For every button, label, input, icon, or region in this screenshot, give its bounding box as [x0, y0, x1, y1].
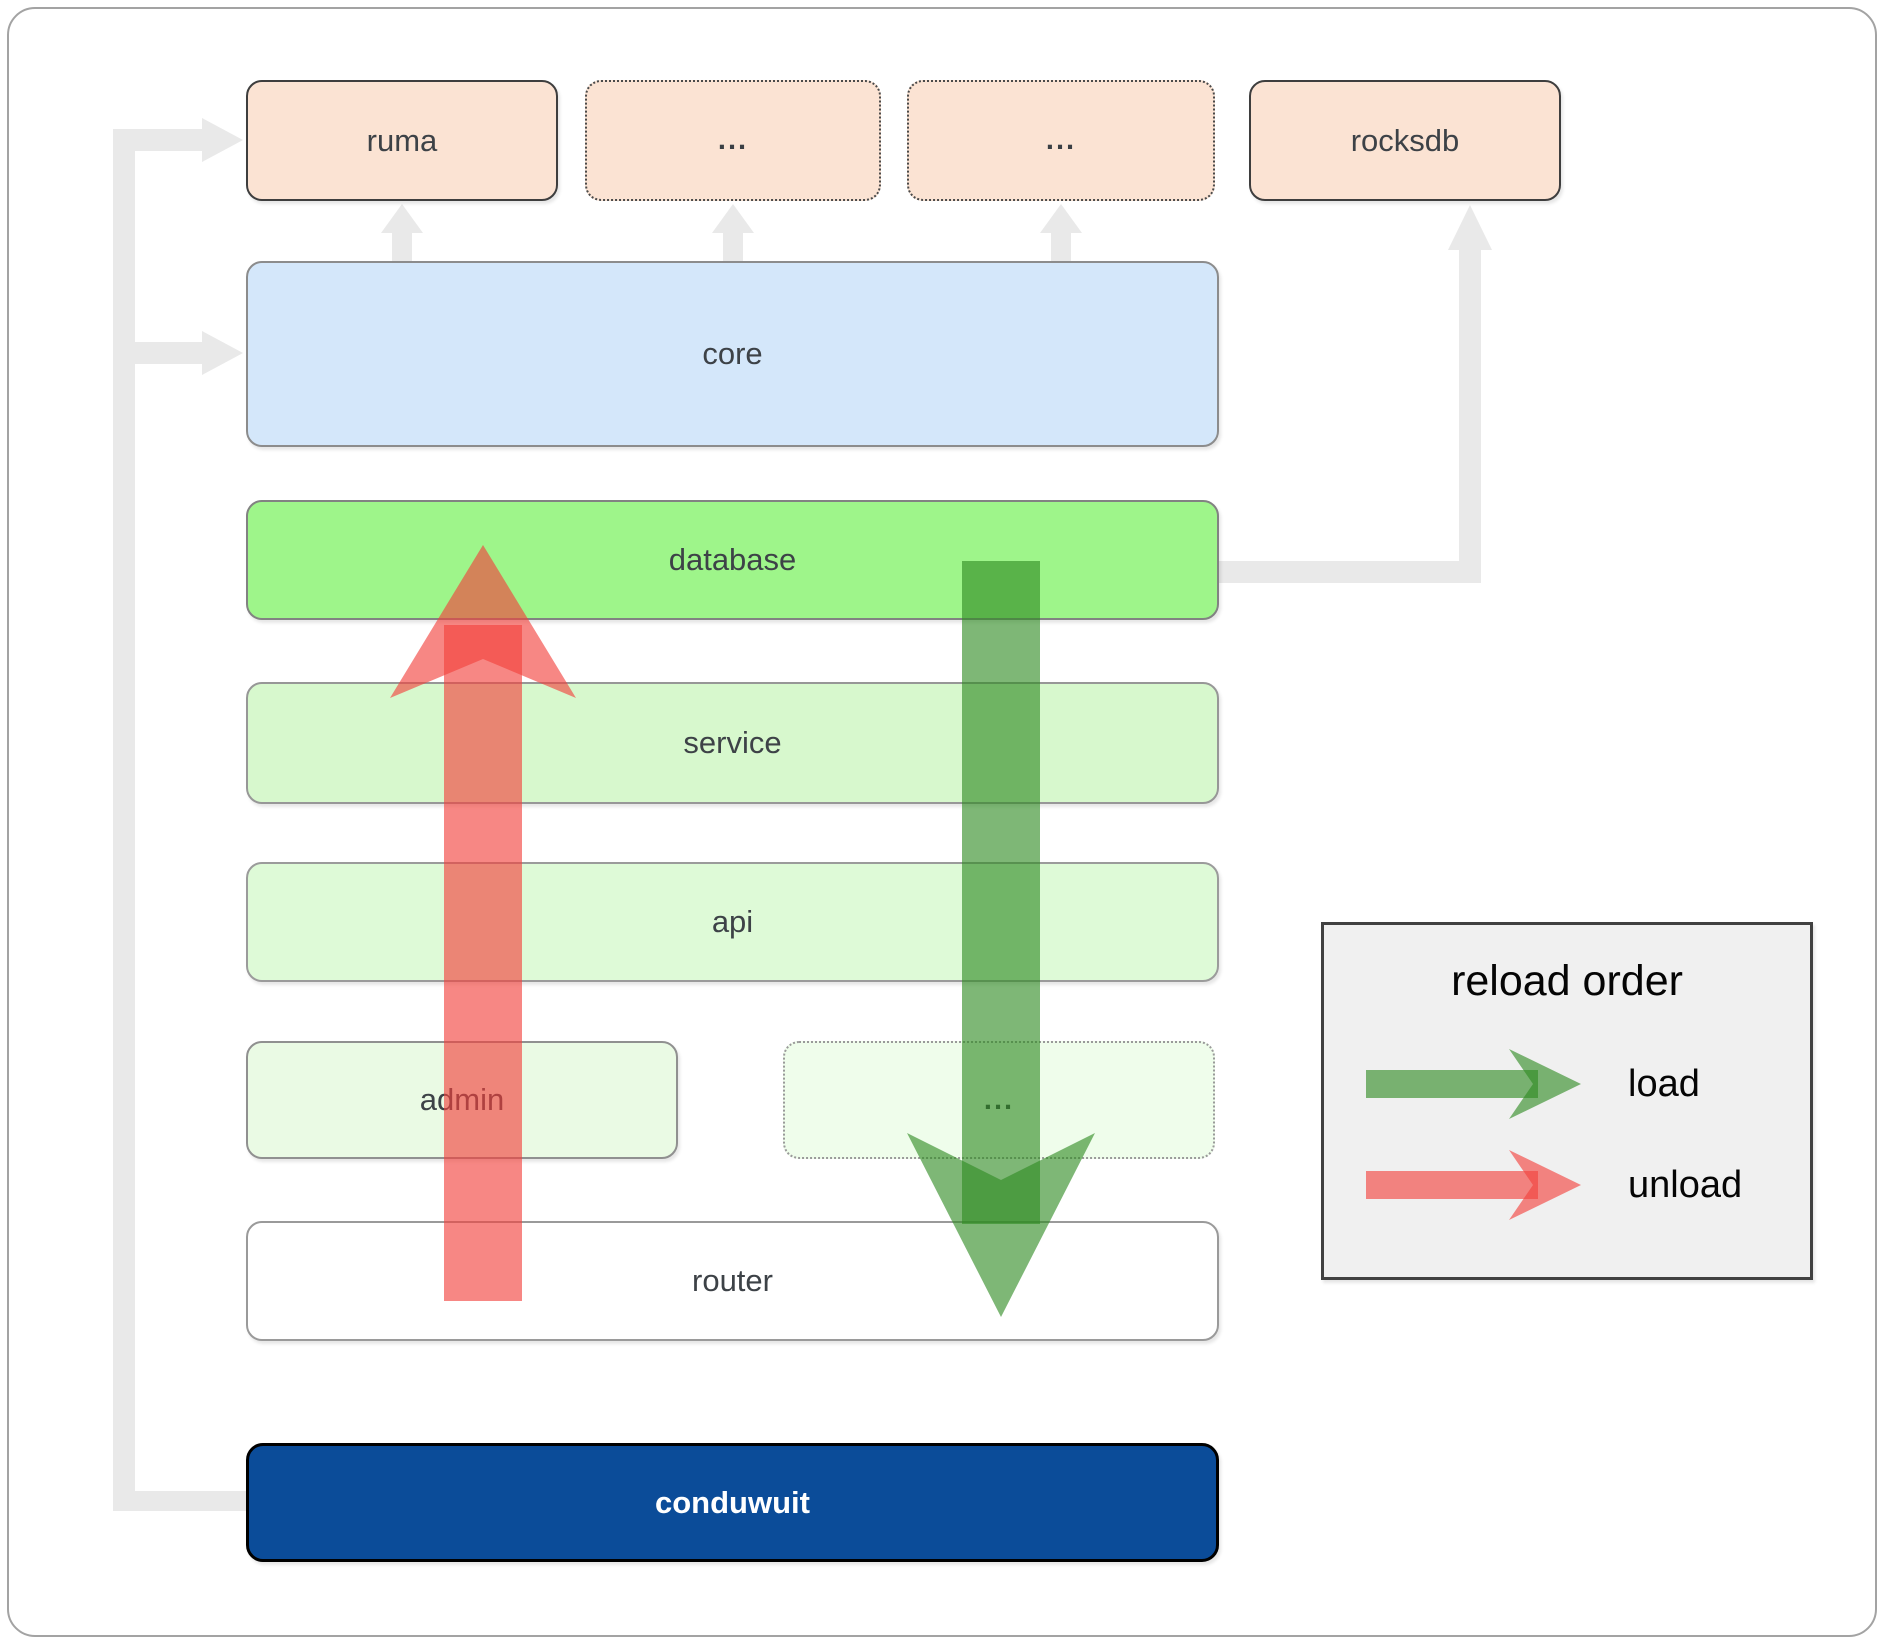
diagram-frame	[7, 7, 1877, 1637]
legend-load-arrow-icon	[1366, 1049, 1581, 1119]
node-deps-more-1: ...	[585, 80, 881, 201]
node-deps-more-1-label: ...	[717, 124, 749, 156]
node-api-label: api	[711, 904, 754, 939]
legend-load-label: load	[1628, 1063, 1700, 1105]
node-admin: admin	[246, 1041, 678, 1159]
node-conduwuit: conduwuit	[246, 1443, 1219, 1562]
node-router-label: router	[692, 1263, 773, 1298]
node-service: service	[246, 682, 1219, 804]
node-database-label: database	[668, 542, 797, 577]
node-rocksdb-label: rocksdb	[1350, 122, 1460, 158]
legend-unload-label: unload	[1628, 1164, 1743, 1206]
node-api: api	[246, 862, 1219, 982]
legend-title: reload order	[1451, 957, 1683, 1005]
node-deps-more-2-label: ...	[1045, 124, 1077, 156]
node-services-more-label: ...	[983, 1083, 1015, 1116]
legend-unload-arrow-icon	[1366, 1150, 1581, 1220]
node-service-label: service	[683, 725, 782, 760]
node-core: core	[246, 261, 1219, 447]
legend: reload order load unload	[1321, 922, 1813, 1280]
node-conduwuit-label: conduwuit	[655, 1484, 810, 1520]
node-router: router	[246, 1221, 1219, 1341]
node-deps-more-2: ...	[907, 80, 1215, 201]
node-admin-label: admin	[419, 1082, 505, 1117]
node-ruma: ruma	[246, 80, 558, 201]
legend-arrows	[1366, 1049, 1581, 1220]
node-database: database	[246, 500, 1219, 620]
node-core-label: core	[702, 336, 763, 371]
node-rocksdb: rocksdb	[1249, 80, 1561, 201]
node-ruma-label: ruma	[366, 122, 438, 158]
node-services-more: ...	[783, 1041, 1215, 1159]
